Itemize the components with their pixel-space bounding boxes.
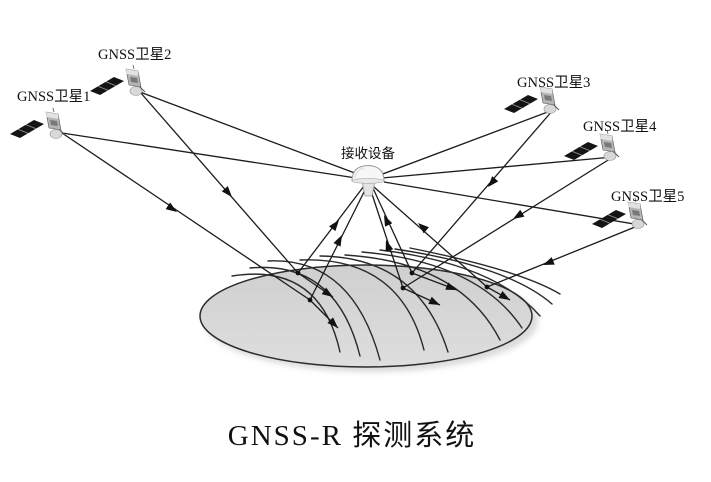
satellite-4-label: GNSS卫星4 [583,119,657,135]
direct-ray-sat1 [61,132,357,179]
satellite-2-label: GNSS卫星2 [98,47,171,63]
incident-ray-sat2 [139,91,299,274]
satellite-5-label: GNSS卫星5 [611,189,684,205]
direct-rays [61,91,641,226]
reflected-ray-5 [373,186,488,288]
satellite-1-icon [9,107,66,139]
incident-ray-sat4 [402,156,614,289]
receiver-label: 接收设备 [341,145,395,161]
sea-surface [199,264,538,372]
satellite-1-label: GNSS卫星1 [17,89,90,105]
sea-surface-ellipse [199,264,533,368]
specular-points [295,270,490,303]
receiver-antenna-icon [351,164,385,197]
satellite-3-label: GNSS卫星3 [517,75,590,91]
reflected-ray-3 [371,185,413,274]
wave-streamlines [231,247,561,361]
diagram-title: GNSS-R 探测系统 [228,419,476,452]
incident-ray-sat5 [486,224,641,288]
direct-ray-sat2 [139,91,361,176]
direct-ray-sat4 [381,156,614,179]
reflected-ray-1 [297,185,365,274]
direct-ray-sat5 [383,181,641,226]
incident-ray-sat1 [61,132,311,301]
direct-ray-sat3 [379,109,554,176]
incident-rays [61,91,641,301]
reflected-ray-4 [369,187,404,289]
incident-ray-sat3 [411,109,554,274]
satellite-2-icon [89,64,146,96]
